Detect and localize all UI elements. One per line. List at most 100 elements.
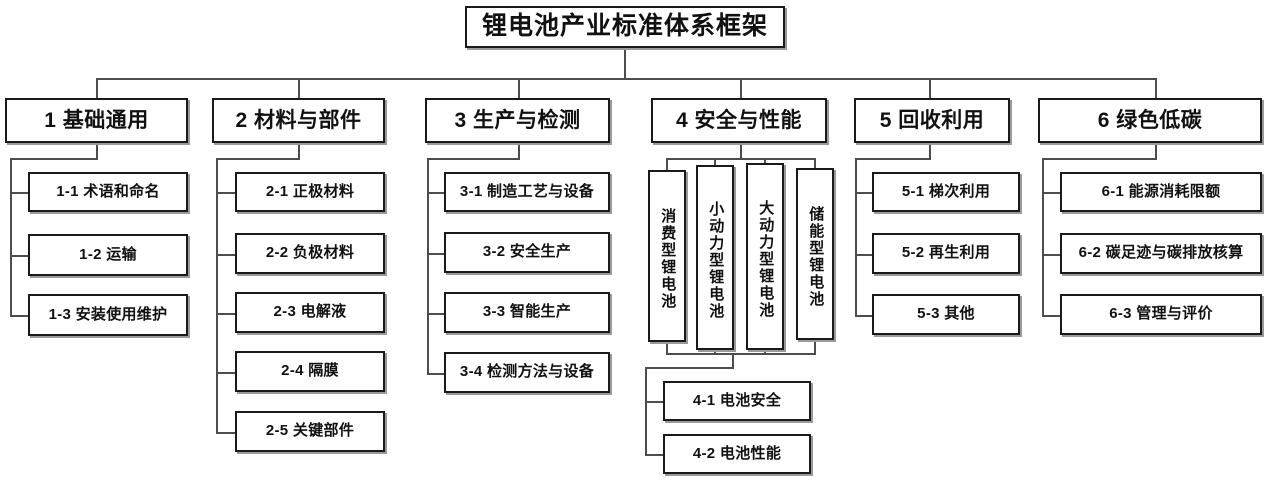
connector-col4-vdrop-4 bbox=[814, 158, 816, 172]
connector-col4-bottom-bus bbox=[666, 353, 816, 355]
connector-col1-rail bbox=[10, 158, 12, 316]
node-item-4-large-power-battery[interactable]: 大动力型锂电池 bbox=[746, 163, 784, 350]
node-category-6[interactable]: 6 绿色低碳 bbox=[1038, 98, 1262, 143]
connector-col4-vdrop-1 bbox=[666, 158, 668, 172]
node-item-4-storage-battery-label: 储能型锂电池 bbox=[807, 206, 825, 308]
connector-col6-branch-1 bbox=[1042, 192, 1062, 194]
connector-root-stem bbox=[624, 48, 626, 78]
connector-col2-stem bbox=[298, 143, 300, 160]
node-item-2-2[interactable]: 2-2 负极材料 bbox=[235, 233, 385, 274]
connector-drop-col4 bbox=[740, 78, 742, 98]
connector-col4-bottom-stem bbox=[732, 353, 734, 368]
node-item-1-2-label: 1-2 运输 bbox=[79, 245, 137, 263]
connector-col3-elbow bbox=[427, 158, 520, 160]
node-item-3-2[interactable]: 3-2 安全生产 bbox=[444, 232, 610, 273]
node-item-2-2-label: 2-2 负极材料 bbox=[265, 244, 355, 262]
node-item-6-3[interactable]: 6-3 管理与评价 bbox=[1060, 294, 1262, 335]
node-item-6-2-label: 6-2 碳足迹与碳排放核算 bbox=[1078, 244, 1244, 262]
connector-col4-bottom-rail bbox=[645, 367, 647, 455]
node-item-1-1-label: 1-1 术语和命名 bbox=[56, 182, 160, 200]
node-category-3-label: 3 生产与检测 bbox=[454, 108, 581, 132]
node-item-2-1[interactable]: 2-1 正极材料 bbox=[235, 172, 385, 212]
connector-col3-branch-3 bbox=[427, 313, 447, 315]
connector-col3-branch-1 bbox=[427, 192, 447, 194]
node-item-5-2-label: 5-2 再生利用 bbox=[901, 244, 991, 262]
node-item-1-1[interactable]: 1-1 术语和命名 bbox=[28, 172, 188, 212]
node-item-4-2[interactable]: 4-2 电池性能 bbox=[663, 434, 811, 474]
node-item-6-1-label: 6-1 能源消耗限额 bbox=[1101, 182, 1221, 200]
connector-col6-stem bbox=[1155, 143, 1157, 160]
connector-col1-stem bbox=[96, 143, 98, 160]
connector-col6-branch-3 bbox=[1042, 315, 1062, 317]
connector-col1-branch-3 bbox=[10, 315, 30, 317]
node-category-2[interactable]: 2 材料与部件 bbox=[212, 98, 385, 143]
node-item-2-3[interactable]: 2-3 电解液 bbox=[235, 292, 385, 333]
node-item-3-2-label: 3-2 安全生产 bbox=[482, 243, 572, 261]
connector-col4-vup-2 bbox=[714, 350, 716, 354]
connector-col6-elbow bbox=[1042, 158, 1157, 160]
connector-col5-branch-1 bbox=[855, 192, 875, 194]
node-item-4-consumer-battery-label: 消费型锂电池 bbox=[659, 208, 677, 310]
node-item-3-1[interactable]: 3-1 制造工艺与设备 bbox=[444, 172, 610, 212]
node-item-6-2[interactable]: 6-2 碳足迹与碳排放核算 bbox=[1060, 233, 1262, 274]
node-item-5-2[interactable]: 5-2 再生利用 bbox=[872, 233, 1020, 274]
connector-drop-col5 bbox=[929, 78, 931, 98]
root-node-label: 锂电池产业标准体系框架 bbox=[481, 12, 768, 41]
connector-col4-bottom-elbow bbox=[645, 367, 734, 369]
node-category-5[interactable]: 5 回收利用 bbox=[854, 98, 1010, 143]
node-item-2-4[interactable]: 2-4 隔膜 bbox=[235, 351, 385, 392]
node-item-2-1-label: 2-1 正极材料 bbox=[265, 182, 355, 200]
connector-col4-vup-3 bbox=[764, 350, 766, 354]
node-category-3[interactable]: 3 生产与检测 bbox=[425, 98, 610, 143]
connector-col4-branch-1 bbox=[645, 401, 665, 403]
node-item-4-1[interactable]: 4-1 电池安全 bbox=[663, 381, 811, 421]
node-item-2-3-label: 2-3 电解液 bbox=[273, 303, 347, 321]
connector-col4-top-bus bbox=[666, 158, 816, 160]
connector-col2-branch-5 bbox=[216, 432, 236, 434]
node-category-1-label: 1 基础通用 bbox=[44, 108, 149, 132]
connector-col5-branch-3 bbox=[855, 315, 875, 317]
node-item-3-4[interactable]: 3-4 检测方法与设备 bbox=[444, 352, 610, 393]
node-item-4-storage-battery[interactable]: 储能型锂电池 bbox=[796, 168, 834, 340]
node-item-3-1-label: 3-1 制造工艺与设备 bbox=[459, 182, 595, 200]
node-item-6-1[interactable]: 6-1 能源消耗限额 bbox=[1060, 172, 1262, 212]
node-category-1[interactable]: 1 基础通用 bbox=[5, 98, 188, 143]
connector-col6-branch-2 bbox=[1042, 254, 1062, 256]
node-category-2-label: 2 材料与部件 bbox=[235, 108, 362, 132]
connector-col2-elbow bbox=[216, 158, 300, 160]
connector-col4-stem bbox=[740, 143, 742, 159]
connector-col3-rail bbox=[427, 158, 429, 374]
node-item-4-1-label: 4-1 电池安全 bbox=[692, 391, 782, 409]
node-item-4-small-power-battery-label: 小动力型锂电池 bbox=[707, 201, 725, 320]
node-item-1-3[interactable]: 1-3 安装使用维护 bbox=[28, 294, 188, 336]
connector-col5-elbow bbox=[855, 158, 931, 160]
node-item-2-5[interactable]: 2-5 关键部件 bbox=[235, 411, 385, 452]
node-item-1-2[interactable]: 1-2 运输 bbox=[28, 234, 188, 276]
connector-col1-elbow bbox=[10, 158, 98, 160]
node-item-4-large-power-battery-label: 大动力型锂电池 bbox=[757, 200, 775, 319]
connector-col5-stem bbox=[929, 143, 931, 160]
connector-col1-branch-1 bbox=[10, 192, 30, 194]
connector-col2-rail bbox=[216, 158, 218, 433]
node-item-5-1[interactable]: 5-1 梯次利用 bbox=[872, 172, 1020, 212]
node-item-5-3-label: 5-3 其他 bbox=[917, 305, 975, 323]
node-item-1-3-label: 1-3 安装使用维护 bbox=[48, 305, 168, 323]
connector-col2-branch-4 bbox=[216, 372, 236, 374]
node-item-5-3[interactable]: 5-3 其他 bbox=[872, 294, 1020, 335]
node-item-4-small-power-battery[interactable]: 小动力型锂电池 bbox=[696, 165, 734, 350]
node-item-3-3[interactable]: 3-3 智能生产 bbox=[444, 292, 610, 333]
root-node-title: 锂电池产业标准体系框架 bbox=[465, 6, 785, 48]
node-category-6-label: 6 绿色低碳 bbox=[1097, 108, 1203, 132]
connector-drop-col6 bbox=[1155, 78, 1157, 98]
connector-col1-branch-2 bbox=[10, 255, 30, 257]
node-item-4-consumer-battery[interactable]: 消费型锂电池 bbox=[648, 170, 686, 342]
node-item-4-2-label: 4-2 电池性能 bbox=[692, 444, 782, 462]
node-item-5-1-label: 5-1 梯次利用 bbox=[901, 182, 991, 200]
connector-drop-col1 bbox=[96, 78, 98, 98]
connector-main-bus bbox=[96, 78, 1155, 80]
connector-col3-stem bbox=[518, 143, 520, 160]
node-category-5-label: 5 回收利用 bbox=[879, 108, 985, 132]
node-category-4[interactable]: 4 安全与性能 bbox=[651, 98, 827, 143]
node-item-3-3-label: 3-3 智能生产 bbox=[482, 303, 572, 321]
